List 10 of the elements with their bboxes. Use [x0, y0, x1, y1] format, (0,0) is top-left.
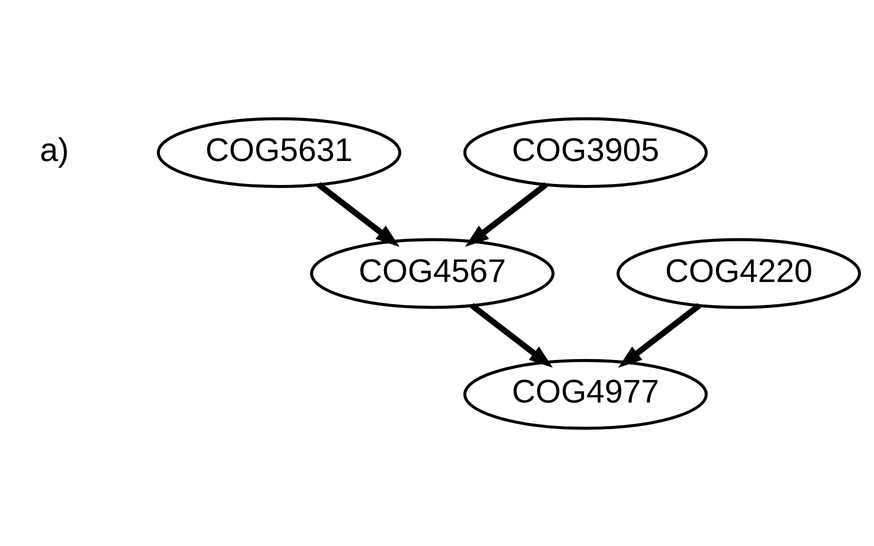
node-ellipse: COG4977 — [463, 358, 708, 430]
arrow — [465, 182, 548, 246]
arrow — [470, 302, 553, 368]
node-ellipse: COG4567 — [310, 238, 554, 308]
node-ellipse: COG3905 — [463, 116, 708, 188]
label: a) — [40, 130, 69, 168]
node-ellipse: COG4220 — [616, 238, 861, 308]
arrow — [316, 182, 400, 246]
arrow — [618, 302, 702, 368]
node-ellipse: COG5631 — [156, 116, 402, 188]
